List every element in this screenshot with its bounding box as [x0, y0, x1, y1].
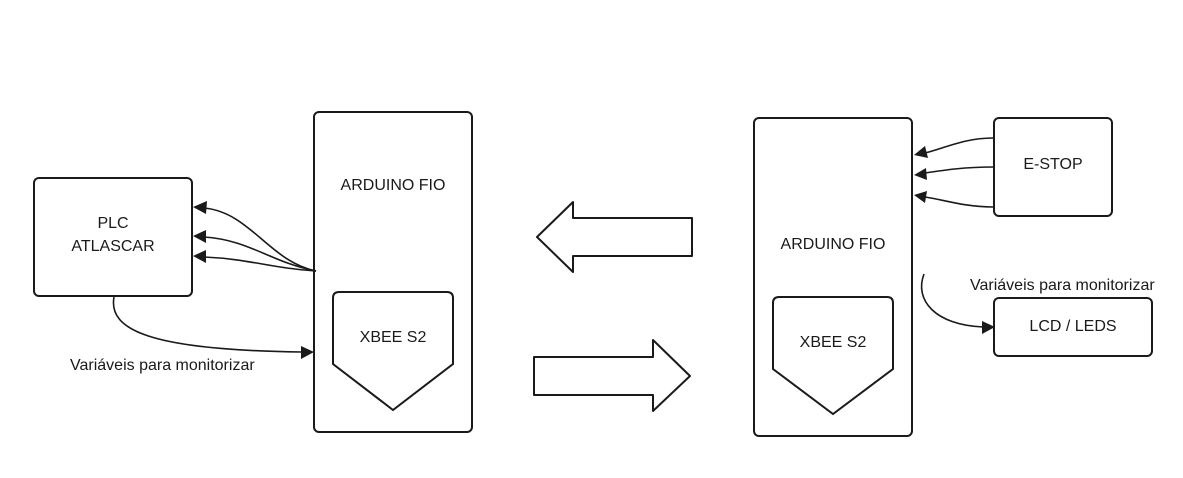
arrowhead [982, 321, 995, 334]
connector-line [203, 207, 317, 272]
left-xbee-shape [332, 291, 454, 412]
plc-label-line2: ATLASCAR [71, 238, 154, 255]
arrowhead [914, 191, 927, 203]
right-monitor-label: Variáveis para monitorizar [970, 277, 1155, 294]
arduino-to-lcd-connector [920, 273, 995, 334]
connector-line [924, 137, 994, 154]
big-arrow-right [533, 339, 691, 412]
plc-to-arduino-connector [112, 296, 314, 359]
estop-node: E-STOP [993, 117, 1113, 217]
estop-label: E-STOP [1023, 156, 1082, 173]
estop-box [993, 117, 1113, 217]
left-monitor-label: Variáveis para monitorizar [70, 357, 255, 374]
plc-box [33, 177, 193, 297]
left-arduino-label: ARDUINO FIO [341, 177, 446, 194]
left-arduino-node: ARDUINO FIO XBEE S2 [313, 111, 473, 433]
connector-line [920, 273, 984, 328]
left-xbee-label: XBEE S2 [360, 329, 427, 346]
right-xbee-label: XBEE S2 [800, 334, 867, 351]
connector-line [924, 166, 994, 174]
lcd-leds-node: LCD / LEDS [993, 297, 1153, 357]
arrowhead [914, 168, 927, 180]
arrowhead [301, 346, 314, 359]
plc-label-line1: PLC [97, 215, 128, 232]
arrowhead [914, 146, 928, 158]
connector-line [924, 196, 994, 208]
right-arduino-label: ARDUINO FIO [781, 236, 886, 253]
lcd-label: LCD / LEDS [1029, 318, 1116, 335]
right-arduino-node: ARDUINO FIO XBEE S2 [753, 117, 913, 437]
arrowhead [193, 201, 207, 214]
arrowhead [193, 230, 206, 243]
connector-line [203, 236, 317, 272]
connector-line [203, 256, 317, 272]
estop-to-arduino-connectors [914, 137, 994, 208]
arduino-to-plc-connectors [193, 201, 317, 272]
connector-line [112, 296, 303, 353]
arrowhead [193, 250, 206, 263]
right-xbee-shape [772, 296, 894, 416]
big-arrow-left [536, 201, 693, 273]
plc-atlascar-node: PLC ATLASCAR [33, 177, 193, 297]
